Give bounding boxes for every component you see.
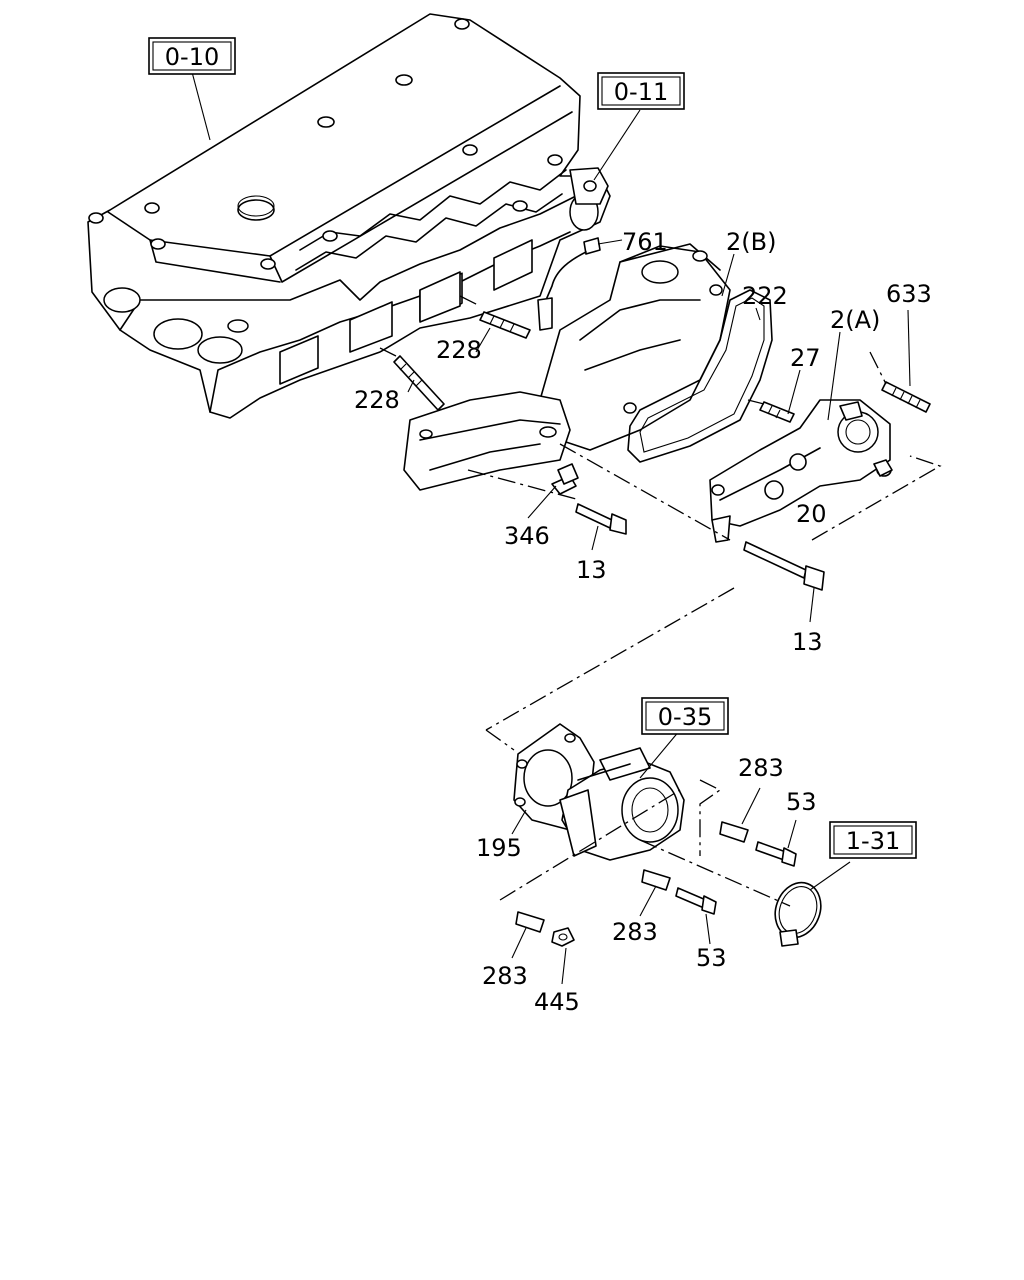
ref-label-clamp: 1-31 <box>846 827 900 855</box>
callout-stud-228-upper: 228 <box>436 336 482 364</box>
bolt-13-left <box>575 503 627 535</box>
nut-20 <box>873 459 893 477</box>
callout-nut-20: 20 <box>796 500 827 528</box>
callout-bolt-283-bottom: 283 <box>482 962 528 990</box>
callout-gasket-195: 195 <box>476 834 522 862</box>
callout-stud-228-lower: 228 <box>354 386 400 414</box>
leader-lines <box>191 71 911 985</box>
ref-label-gasket: 0-11 <box>614 78 668 106</box>
stud-228-lower <box>393 355 445 411</box>
bolt-283-bottom <box>515 911 545 933</box>
intake-manifold-a <box>709 399 892 543</box>
hose-clamp <box>774 881 822 947</box>
sensor-761 <box>537 237 601 331</box>
nut-445 <box>551 927 575 947</box>
ref-label-throttle: 0-35 <box>658 703 712 731</box>
stud-228-upper <box>479 311 531 339</box>
throttle-body <box>559 747 685 861</box>
callouts: 761 2(B) 222 633 2(A) 27 228 228 20 346 … <box>354 228 932 1016</box>
callout-bolt-27: 27 <box>790 344 821 372</box>
callout-manifold-a: 2(A) <box>830 306 880 334</box>
bolt-283-top <box>719 821 749 843</box>
ref-box-clamp[interactable]: 1-31 <box>829 821 917 859</box>
intake-manifold-b <box>403 243 731 491</box>
callout-gasket-222: 222 <box>742 282 788 310</box>
callout-bolt-13-right: 13 <box>792 628 823 656</box>
bolt-13-right <box>743 541 825 591</box>
cylinder-head <box>87 13 611 419</box>
gasket-195 <box>513 723 595 831</box>
callout-bolt-283-top: 283 <box>738 754 784 782</box>
assembly-lines <box>379 295 942 907</box>
callout-manifold-b: 2(B) <box>726 228 776 256</box>
bolt-53-top <box>755 841 797 867</box>
callout-sensor: 761 <box>622 228 668 256</box>
ref-label-head: 0-10 <box>165 43 219 71</box>
callout-bolt-53-top: 53 <box>786 788 817 816</box>
callout-bolt-13-left: 13 <box>576 556 607 584</box>
bolt-27 <box>759 401 795 423</box>
clip-346 <box>551 463 579 495</box>
ref-box-throttle[interactable]: 0-35 <box>641 697 729 735</box>
callout-stud-633: 633 <box>886 280 932 308</box>
bolt-53-bottom <box>675 887 717 915</box>
callout-clip-346: 346 <box>504 522 550 550</box>
manifold-gasket-222 <box>627 289 773 463</box>
stud-633 <box>881 381 931 413</box>
callout-bolt-283-mid: 283 <box>612 918 658 946</box>
bolt-283-mid <box>641 869 671 891</box>
callout-bolt-53-bottom: 53 <box>696 944 727 972</box>
ref-box-gasket[interactable]: 0-11 <box>597 72 685 110</box>
ref-box-head[interactable]: 0-10 <box>148 37 236 75</box>
callout-nut-445: 445 <box>534 988 580 1016</box>
